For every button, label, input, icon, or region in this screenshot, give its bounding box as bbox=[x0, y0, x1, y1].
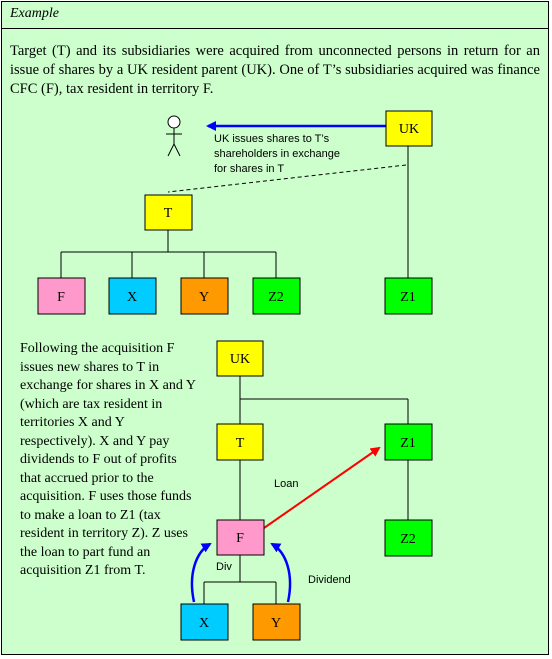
top-box-z1-label: Z1 bbox=[400, 290, 416, 305]
bottom-box-x: X bbox=[180, 603, 229, 641]
bottom-box-t-label: T bbox=[236, 436, 245, 451]
div-arrow-x bbox=[190, 542, 212, 603]
top-box-x: X bbox=[108, 277, 157, 315]
bottom-box-t: T bbox=[216, 423, 264, 461]
top-box-f: F bbox=[37, 277, 86, 315]
bottom-box-z1-label: Z1 bbox=[400, 436, 416, 451]
top-box-z2: Z2 bbox=[252, 277, 301, 315]
bottom-box-x-label: X bbox=[199, 616, 209, 631]
bottom-box-uk: UK bbox=[216, 340, 264, 377]
bottom-box-y-label: Y bbox=[271, 616, 281, 631]
top-box-t: T bbox=[144, 194, 193, 231]
top-box-y-label: Y bbox=[199, 290, 209, 305]
example-title: Example bbox=[10, 6, 59, 21]
top-box-x-label: X bbox=[127, 290, 137, 305]
uk-t-dashed-connector bbox=[167, 164, 407, 193]
top-box-f-label: F bbox=[57, 290, 65, 305]
bottom-box-z2-label: Z2 bbox=[400, 532, 416, 547]
arrow-note-line-2: shareholders in exchange bbox=[214, 148, 340, 160]
top-box-z1: Z1 bbox=[384, 277, 433, 315]
arrow-note-line-3: for shares in T bbox=[214, 163, 284, 175]
title-divider bbox=[2, 28, 548, 29]
description-text: Following the acquisition F issues new s… bbox=[20, 341, 196, 578]
top-box-uk: UK bbox=[385, 110, 433, 147]
dividend-label: Dividend bbox=[308, 574, 351, 586]
bottom-box-uk-label: UK bbox=[230, 352, 250, 367]
top-box-y: Y bbox=[180, 277, 229, 315]
div-label: Div bbox=[216, 561, 232, 573]
loan-arrow bbox=[263, 446, 381, 529]
bottom-box-z2: Z2 bbox=[384, 519, 433, 557]
bottom-box-f: F bbox=[216, 519, 265, 556]
loan-label: Loan bbox=[274, 478, 298, 490]
bottom-box-y: Y bbox=[252, 603, 301, 641]
shareholder-figure-icon bbox=[166, 115, 182, 157]
intro-text: Target (T) and its subsidiaries were acq… bbox=[10, 43, 540, 97]
arrow-note-line-1: UK issues shares to T’s bbox=[214, 133, 330, 145]
top-box-uk-label: UK bbox=[399, 122, 419, 137]
top-box-t-label: T bbox=[164, 206, 173, 221]
dividend-arrow-y bbox=[270, 542, 292, 603]
bottom-box-z1: Z1 bbox=[384, 423, 433, 461]
top-box-z2-label: Z2 bbox=[268, 290, 284, 305]
bottom-box-f-label: F bbox=[236, 531, 244, 546]
